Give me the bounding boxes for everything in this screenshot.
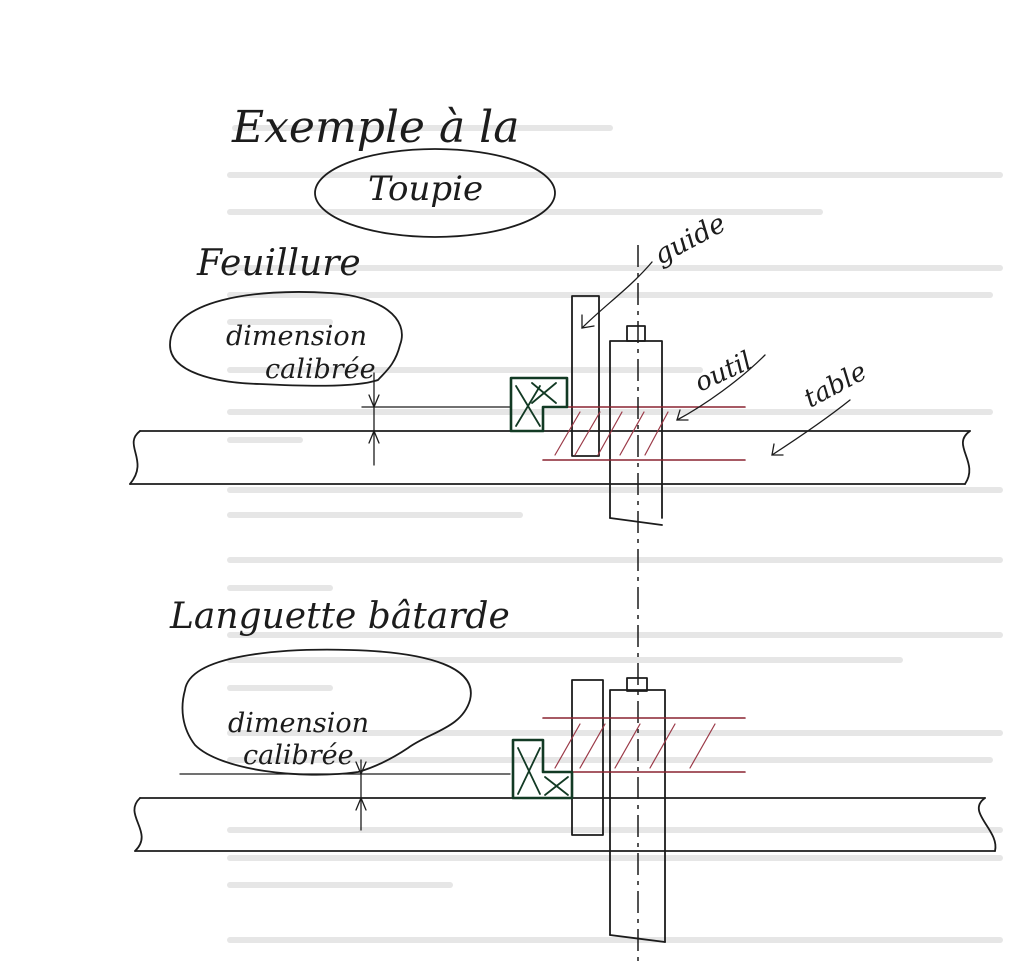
- table-1: [129, 430, 971, 485]
- table-2: [133, 797, 997, 852]
- section-2-bubble: [181, 648, 472, 776]
- guide-2: [571, 679, 604, 836]
- spindle-2: [609, 677, 666, 943]
- cutter-1: [542, 406, 746, 461]
- outil-leader-arrow: [676, 354, 766, 421]
- section-1-dimension-arrow: [361, 372, 511, 466]
- section-2-bubble-line-2: calibrée: [243, 740, 354, 771]
- cutter-2: [542, 717, 746, 773]
- workpiece-1: [509, 376, 569, 433]
- section-1-heading: Feuillure: [196, 243, 361, 284]
- title-oval: [314, 148, 556, 238]
- table-leader-arrow: [771, 399, 851, 456]
- spindle-1: [609, 325, 663, 526]
- section-1-bubble-line-2: calibrée: [265, 354, 376, 385]
- label-table: table: [799, 357, 872, 415]
- section-2-dimension-arrow: [179, 759, 511, 831]
- guide-leader-arrow: [581, 261, 653, 329]
- section-2-bubble-line-1: dimension: [228, 708, 369, 739]
- workpiece-2: [511, 738, 574, 800]
- section-2-heading: Languette bâtarde: [169, 596, 510, 637]
- label-guide: guide: [649, 208, 731, 271]
- guide-1: [571, 295, 600, 457]
- title-line-2: Toupie: [368, 169, 483, 209]
- section-1-bubble: [169, 291, 403, 387]
- section-1-bubble-line-1: dimension: [226, 321, 367, 352]
- title-line-1: Exemple à la: [231, 102, 519, 153]
